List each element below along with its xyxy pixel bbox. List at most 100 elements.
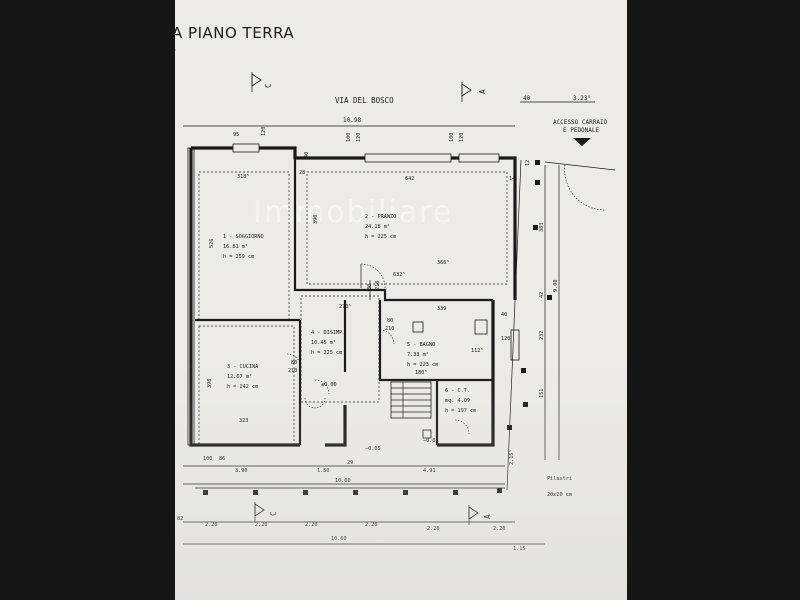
svg-text:100: 100 <box>346 133 352 142</box>
svg-text:80: 80 <box>367 284 373 290</box>
watermark: Immobiliare <box>253 195 453 230</box>
svg-text:4 - DISIMP.: 4 - DISIMP. <box>311 330 345 336</box>
svg-text:9.00: 9.00 <box>553 280 559 293</box>
svg-text:390: 390 <box>313 215 319 224</box>
svg-text:270⁵: 270⁵ <box>339 304 352 310</box>
plan-title: A PIANO TERRA <box>175 24 294 42</box>
svg-text:5 - BAGNO: 5 - BAGNO <box>407 342 435 348</box>
svg-text:210: 210 <box>288 368 297 374</box>
svg-text:42: 42 <box>539 292 545 298</box>
svg-text:100: 100 <box>203 456 212 462</box>
svg-text:210: 210 <box>375 281 381 290</box>
svg-text:339: 339 <box>437 306 446 312</box>
svg-text:1.15: 1.15 <box>513 546 526 552</box>
floor-plan: Immobiliare A PIANO TERRA 0 C A C A VIA … <box>175 24 616 552</box>
svg-text:3.23⁵: 3.23⁵ <box>573 95 591 102</box>
exterior-walls <box>187 146 517 447</box>
svg-text:A: A <box>483 514 492 519</box>
svg-text:2.15⁵: 2.15⁵ <box>509 449 515 465</box>
svg-text:232: 232 <box>539 331 545 340</box>
svg-text:82: 82 <box>177 516 183 522</box>
svg-text:151: 151 <box>539 389 545 398</box>
room-cucina: 3 - CUCINA 12.67 m² h = 242 cm <box>227 364 259 390</box>
section-marker-a-top: A <box>461 82 487 102</box>
svg-text:40: 40 <box>304 152 310 158</box>
svg-text:120: 120 <box>356 133 362 142</box>
access-label: ACCESSO CARRAIO <box>553 119 608 126</box>
svg-text:40: 40 <box>523 95 531 102</box>
svg-text:100: 100 <box>449 133 455 142</box>
svg-text:1.50: 1.50 <box>317 468 330 474</box>
svg-text:120: 120 <box>261 127 267 136</box>
svg-text:3 - CUCINA: 3 - CUCINA <box>227 364 259 370</box>
floor-plan-sheet: Immobiliare A PIANO TERRA 0 C A C A VIA … <box>175 0 627 600</box>
svg-text:86: 86 <box>219 456 225 462</box>
room-pranzo: 2 - PRANZO 24.18 m² h = 225 cm <box>365 214 396 240</box>
svg-text:2.20: 2.20 <box>205 522 218 528</box>
svg-text:2 - PRANZO: 2 - PRANZO <box>365 214 396 220</box>
svg-text:h = 223 cm: h = 223 cm <box>407 362 438 368</box>
pilastri-size: 20x20 cm <box>547 492 572 498</box>
svg-text:A: A <box>478 89 487 94</box>
svg-text:12: 12 <box>525 160 531 166</box>
svg-text:210: 210 <box>385 326 394 332</box>
svg-text:95: 95 <box>233 132 239 138</box>
windows <box>232 143 520 361</box>
room-soggiorno: 1 - SOGGIORNO 16.81 m² h = 259 cm <box>223 234 264 260</box>
svg-text:E PEDONALE: E PEDONALE <box>563 127 600 134</box>
svg-text:−0.05: −0.05 <box>365 446 381 452</box>
section-marker-c-top: C <box>251 72 273 92</box>
svg-text:1 - SOGGIORNO: 1 - SOGGIORNO <box>223 234 264 240</box>
svg-text:28: 28 <box>299 170 305 176</box>
svg-text:h = 242 cm: h = 242 cm <box>227 384 258 390</box>
svg-text:383: 383 <box>539 223 545 232</box>
svg-text:2.20: 2.20 <box>493 526 506 532</box>
svg-text:14: 14 <box>509 176 515 182</box>
svg-text:526: 526 <box>209 239 215 248</box>
svg-text:h = 197 cm: h = 197 cm <box>445 408 476 414</box>
svg-text:16.81 m²: 16.81 m² <box>223 244 248 250</box>
svg-text:12.67 m²: 12.67 m² <box>227 374 252 380</box>
doors <box>286 161 616 435</box>
svg-text:2.20: 2.20 <box>255 522 268 528</box>
pilastri-label: Pilastri <box>547 476 572 482</box>
svg-text:120: 120 <box>459 133 465 142</box>
section-marker-c-bottom: C <box>254 502 278 522</box>
svg-text:h = 225 cm: h = 225 cm <box>311 350 342 356</box>
svg-text:10.45 m²: 10.45 m² <box>311 340 336 346</box>
svg-text:80: 80 <box>387 318 393 324</box>
svg-text:h = 225 cm: h = 225 cm <box>365 234 396 240</box>
svg-text:2.20: 2.20 <box>305 522 318 528</box>
svg-text:318⁵: 318⁵ <box>237 174 250 180</box>
svg-text:10.60: 10.60 <box>331 536 347 542</box>
svg-text:29: 29 <box>347 460 353 466</box>
svg-text:mq. 4,09: mq. 4,09 <box>445 398 470 404</box>
svg-text:4.91: 4.91 <box>423 468 436 474</box>
svg-text:h = 259 cm: h = 259 cm <box>223 254 254 260</box>
svg-text:120: 120 <box>501 336 510 342</box>
pilasters <box>195 159 552 495</box>
svg-text:10.98: 10.98 <box>343 117 361 124</box>
access-arrow-icon <box>573 138 591 146</box>
svg-text:180⁵: 180⁵ <box>415 370 428 376</box>
svg-text:323: 323 <box>239 418 248 424</box>
svg-text:0: 0 <box>175 47 176 54</box>
svg-text:10.60: 10.60 <box>335 478 351 484</box>
svg-text:6 - C.T.: 6 - C.T. <box>445 388 470 394</box>
svg-text:3.90: 3.90 <box>235 468 248 474</box>
room-bagno: 5 - BAGNO 7.33 m² h = 223 cm <box>407 342 438 368</box>
svg-text:366⁵: 366⁵ <box>437 260 450 266</box>
svg-text:2.20: 2.20 <box>365 522 378 528</box>
svg-text:−0.01: −0.01 <box>423 438 439 444</box>
street-name: VIA DEL BOSCO <box>335 96 394 105</box>
svg-text:398: 398 <box>207 379 213 388</box>
room-disimpegno: 4 - DISIMP. 10.45 m² h = 225 cm <box>311 330 345 356</box>
svg-text:642: 642 <box>405 176 414 182</box>
svg-text:7.33 m²: 7.33 m² <box>407 352 429 358</box>
svg-text:C: C <box>269 511 278 516</box>
room-ct: 6 - C.T. mq. 4,09 h = 197 cm <box>445 388 476 414</box>
svg-text:632⁵: 632⁵ <box>393 272 406 278</box>
svg-text:112⁵: 112⁵ <box>471 348 484 354</box>
svg-text:24.18 m²: 24.18 m² <box>365 224 390 230</box>
svg-text:40: 40 <box>501 312 507 318</box>
